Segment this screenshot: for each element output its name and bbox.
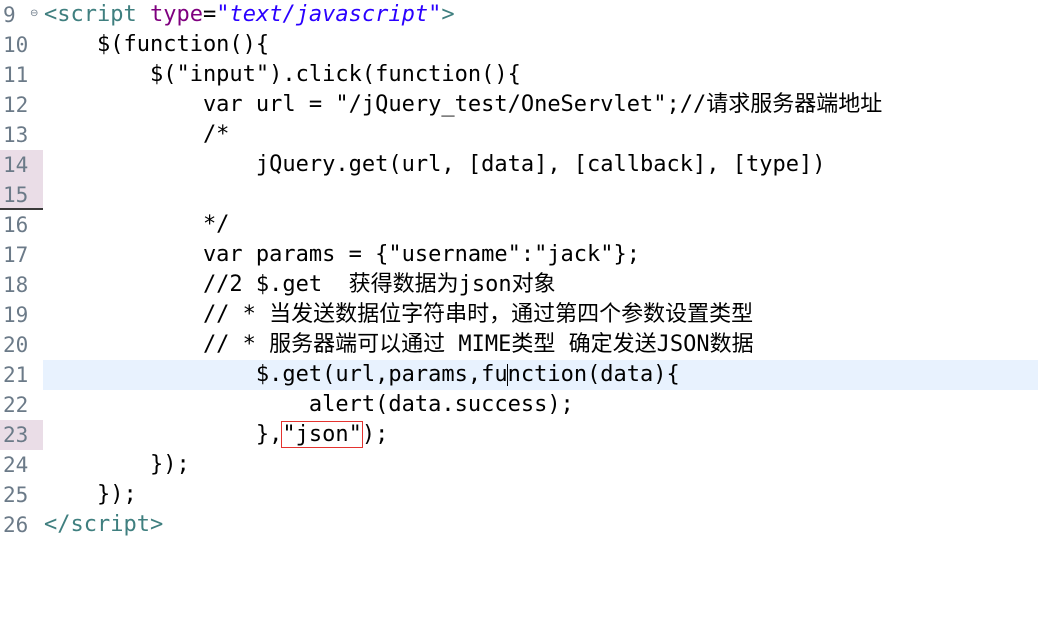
line-number-9: 9 (0, 0, 43, 30)
code-text-20: // * 服务器端可以通过 MIME类型 确定发送JSON数据 (44, 332, 754, 357)
code-line-9[interactable]: 9 ⊖ <script type="text/javascript"> (0, 0, 1038, 30)
code-after-cursor: nction(data){ (507, 362, 680, 387)
text-cursor (507, 364, 509, 386)
line-number-23: 23 (0, 420, 43, 450)
tag-close-bracket-end: > (149, 512, 164, 537)
code-line-20[interactable]: 20 // * 服务器端可以通过 MIME类型 确定发送JSON数据 (0, 330, 1038, 360)
highlighted-json-string: "json" (281, 421, 363, 448)
line-number-16: 16 (0, 210, 43, 240)
code-before-cursor: $.get(url,params,fu (44, 362, 508, 387)
line-number-17: 17 (0, 240, 43, 270)
code-text-25: }); (44, 482, 137, 507)
code-text-22: alert(data.success); (44, 392, 574, 417)
code-text-19: // * 当发送数据位字符串时，通过第四个参数设置类型 (44, 302, 754, 327)
equals-sign: = (202, 2, 217, 27)
code-line-22[interactable]: 22 alert(data.success); (0, 390, 1038, 420)
attribute-value: "text/javascript" (216, 2, 442, 27)
code-text-21: $.get(url,params,function(data){ (44, 360, 680, 390)
line-number-12: 12 (0, 90, 43, 120)
code-text-26: </script> (44, 510, 163, 540)
space (137, 2, 150, 27)
code-line-25[interactable]: 25 }); (0, 480, 1038, 510)
code-text-14: jQuery.get(url, [data], [callback], [typ… (44, 152, 826, 177)
tag-open-bracket: < (44, 2, 58, 27)
line-number-21: 21 (0, 360, 43, 390)
code-line-14[interactable]: 14 jQuery.get(url, [data], [callback], [… (0, 150, 1038, 180)
line-number-26: 26 (0, 510, 43, 540)
code-text-16: */ (44, 212, 230, 237)
code-line-21[interactable]: 21 $.get(url,params,function(data){ (0, 360, 1038, 390)
code-text-11: $("input").click(function(){ (44, 62, 521, 87)
code-text-24: }); (44, 452, 190, 477)
code-line-26[interactable]: 26 </script> (0, 510, 1038, 540)
tag-name-script-close: script (70, 512, 150, 537)
fold-collapse-icon[interactable]: ⊖ (30, 8, 39, 19)
code-editor[interactable]: 9 ⊖ <script type="text/javascript"> 10 $… (0, 0, 1038, 540)
code-line-15[interactable]: 15 (0, 180, 1038, 210)
line-number-10: 10 (0, 30, 43, 60)
line-number-22: 22 (0, 390, 43, 420)
line-number-24: 24 (0, 450, 43, 480)
line-number-11: 11 (0, 60, 43, 90)
code-line-11[interactable]: 11 $("input").click(function(){ (0, 60, 1038, 90)
code-text-17: var params = {"username":"jack"}; (44, 242, 641, 267)
code-line-24[interactable]: 24 }); (0, 450, 1038, 480)
code-line-23[interactable]: 23 },"json"); (0, 420, 1038, 450)
code-line-16[interactable]: 16 */ (0, 210, 1038, 240)
code-text-23: },"json"); (44, 420, 388, 450)
code-line-12[interactable]: 12 var url = "/jQuery_test/OneServlet";/… (0, 90, 1038, 120)
line-number-14: 14 (0, 150, 43, 180)
code-line-13[interactable]: 13 /* (0, 120, 1038, 150)
line-number-25: 25 (0, 480, 43, 510)
line-number-20: 20 (0, 330, 43, 360)
code-before-box: }, (44, 422, 283, 447)
tag-name-script: script (57, 2, 137, 27)
code-text-12: var url = "/jQuery_test/OneServlet";//请求… (44, 92, 883, 117)
line-number-18: 18 (0, 270, 43, 300)
code-line-10[interactable]: 10 $(function(){ (0, 30, 1038, 60)
code-text-10: $(function(){ (44, 32, 270, 57)
code-text-13: /* (44, 122, 230, 147)
attribute-type: type (149, 2, 203, 27)
code-line-18[interactable]: 18 //2 $.get 获得数据为json对象 (0, 270, 1038, 300)
line-number-19: 19 (0, 300, 43, 330)
line-number-15: 15 (0, 180, 43, 210)
line-number-13: 13 (0, 120, 43, 150)
tag-close-bracket: > (441, 2, 455, 27)
code-after-box: ); (361, 422, 389, 447)
tag-close-open-bracket: </ (44, 512, 71, 537)
code-line-17[interactable]: 17 var params = {"username":"jack"}; (0, 240, 1038, 270)
code-text-18: //2 $.get 获得数据为json对象 (44, 272, 556, 297)
code-text-9: <script type="text/javascript"> (44, 0, 455, 30)
code-line-19[interactable]: 19 // * 当发送数据位字符串时，通过第四个参数设置类型 (0, 300, 1038, 330)
